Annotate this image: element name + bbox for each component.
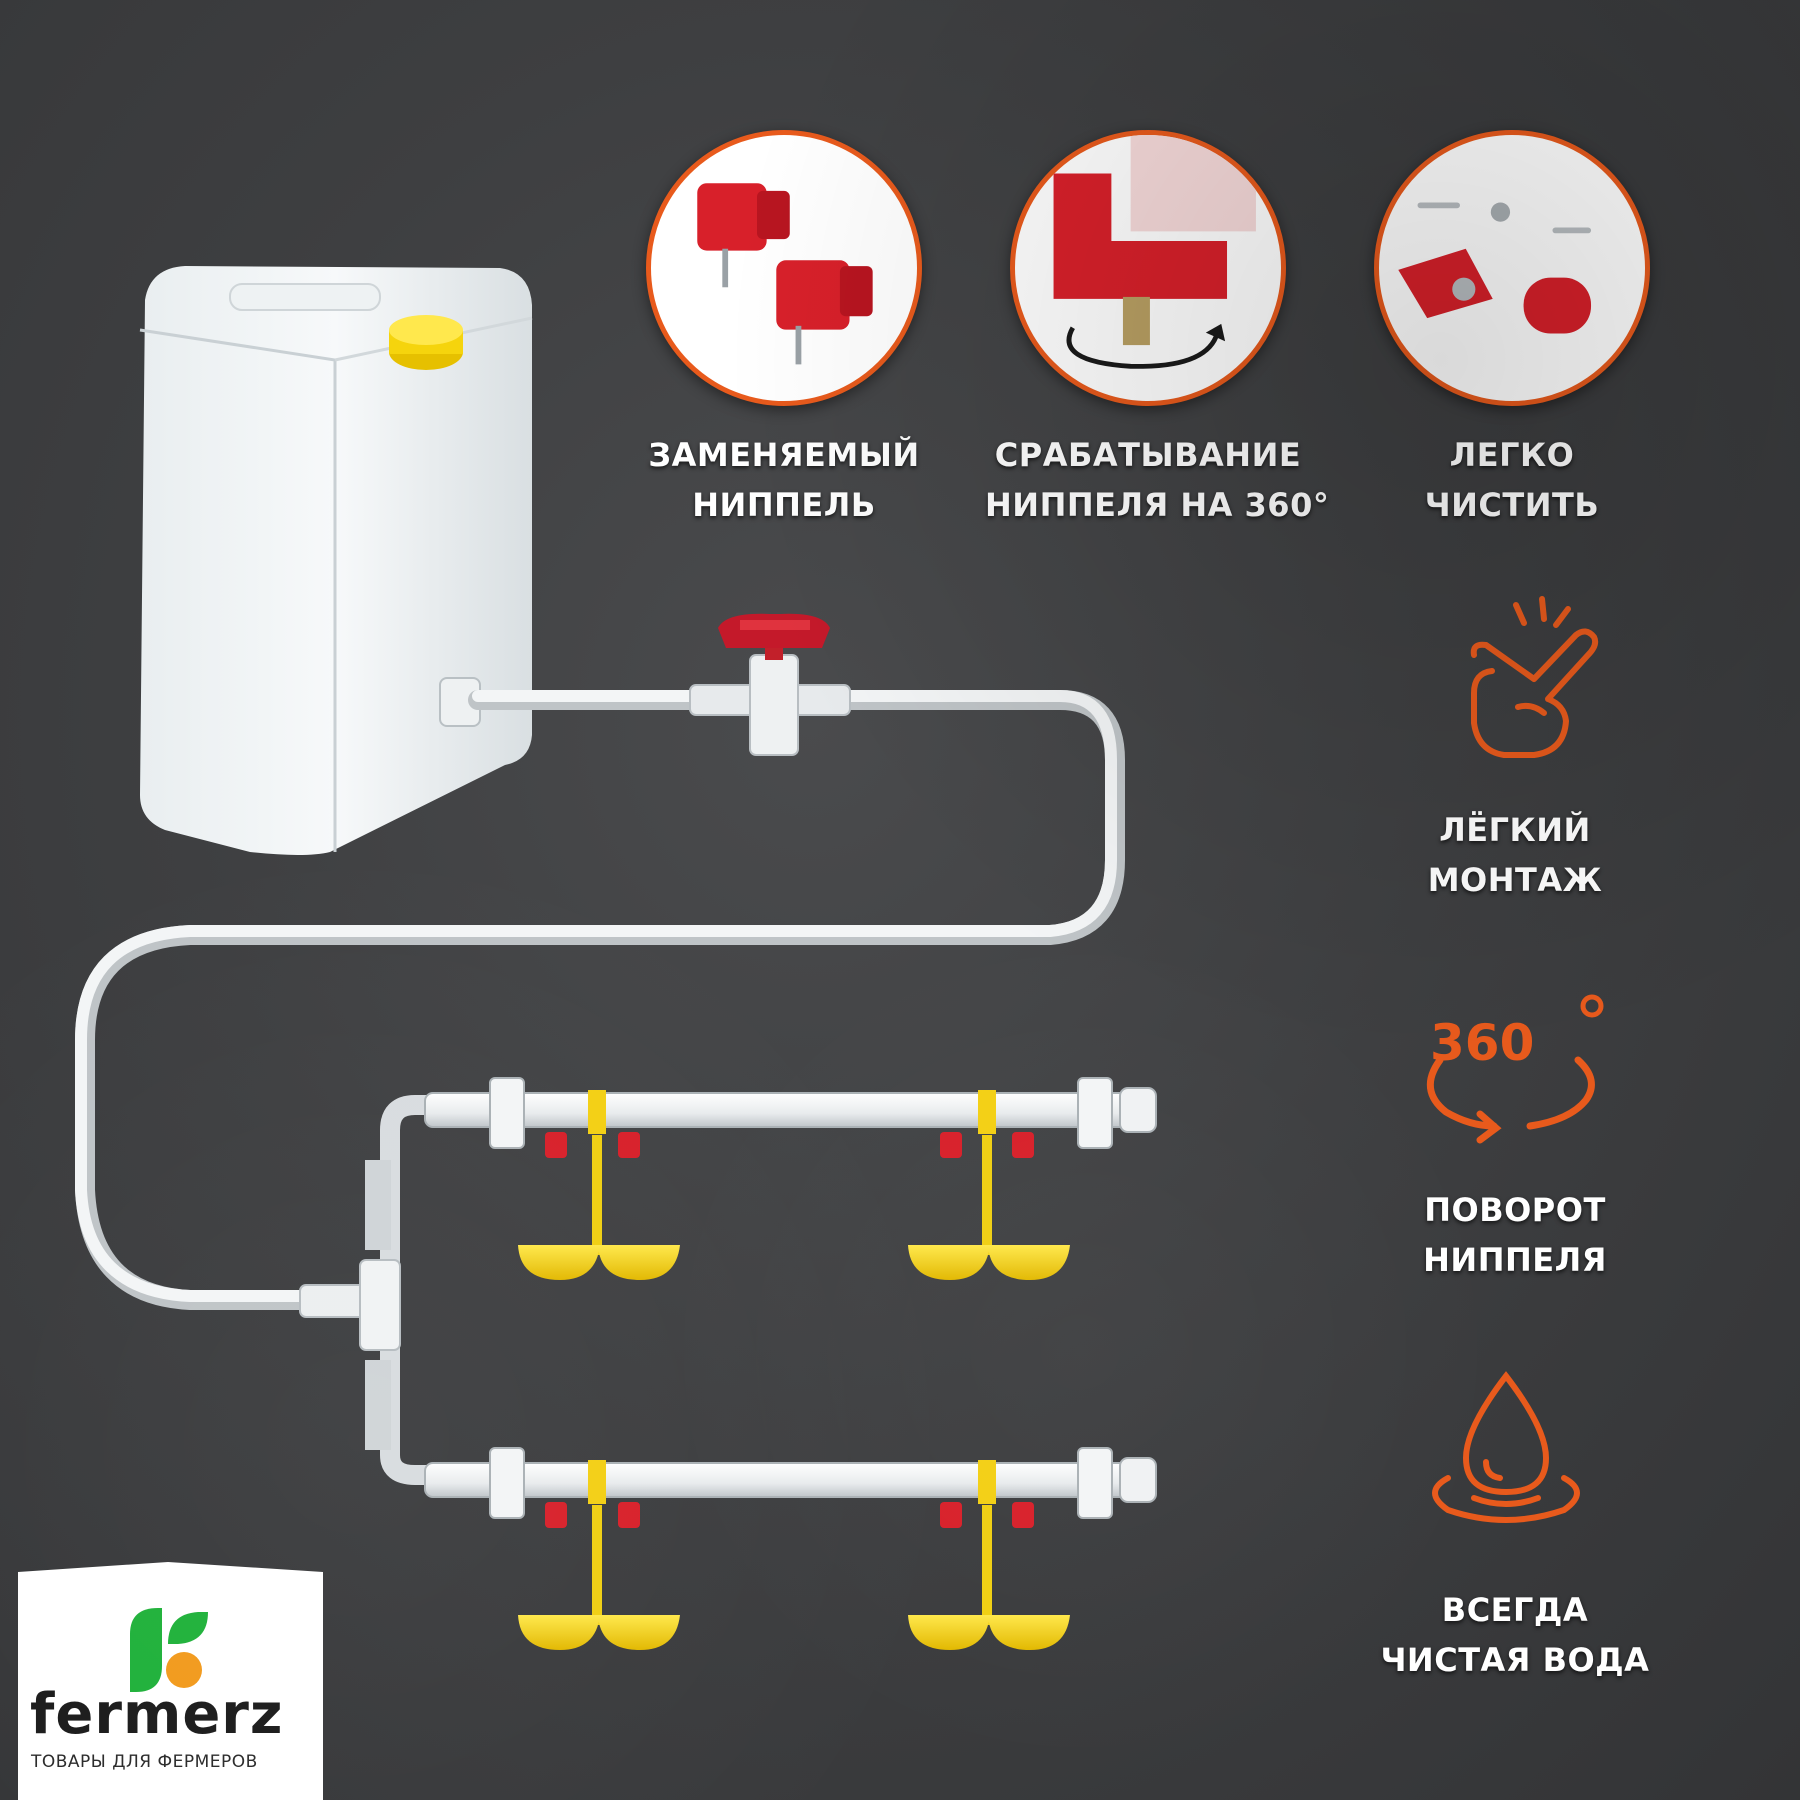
rotate-360-icon: 360 (1410, 990, 1610, 1144)
nipple-360-activation-photo (1010, 130, 1286, 406)
water-drop-icon (1418, 1370, 1594, 1540)
drinker-line-bottom (424, 1447, 1157, 1650)
drinker-line-top (424, 1077, 1157, 1280)
brand-tagline: ТОВАРЫ ДЛЯ ФЕРМЕРОВ (31, 1752, 258, 1772)
tee-joint (299, 1095, 440, 1485)
tap-hand-icon (1452, 595, 1599, 765)
water-canister (139, 266, 533, 855)
disassembled-nipple-photo (1374, 130, 1650, 406)
replaceable-nipple-photo (646, 130, 922, 406)
rotate-360-label: 360 (1430, 1014, 1534, 1072)
brand-logo-mark (124, 1604, 214, 1696)
brand-name: fermerz (30, 1682, 284, 1747)
shutoff-valve (689, 613, 851, 756)
